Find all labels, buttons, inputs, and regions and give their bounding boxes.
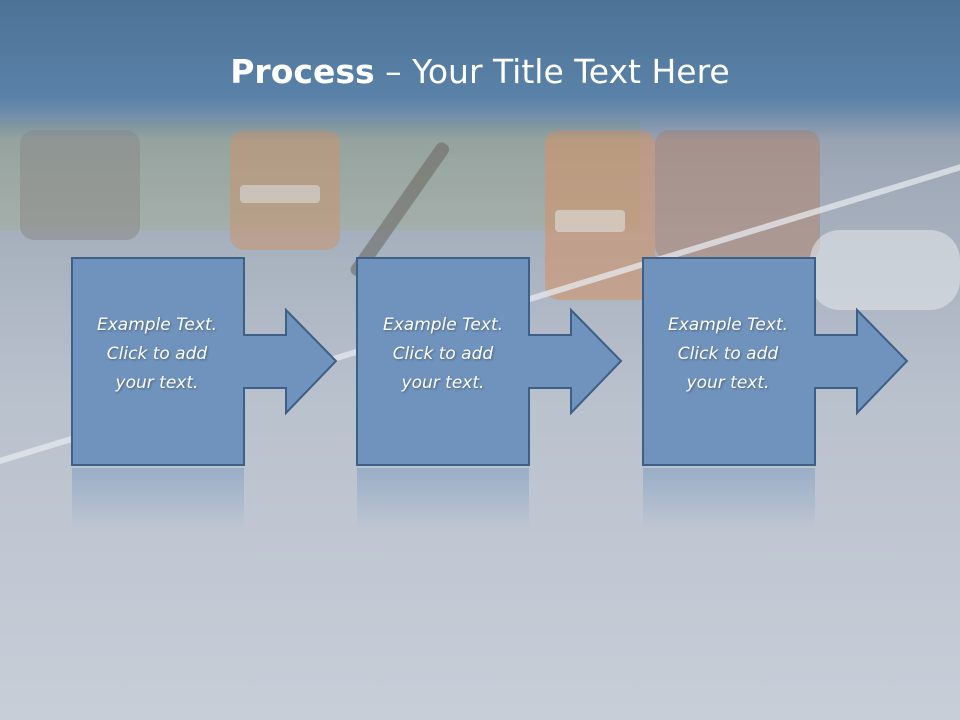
title-bold: Process bbox=[230, 52, 375, 91]
step-3-line-3: your text. bbox=[686, 373, 770, 393]
step-3-line-2: Click to add bbox=[677, 344, 779, 364]
step-1-line-3: your text. bbox=[115, 373, 199, 393]
title-bar bbox=[0, 0, 960, 140]
background-reflective-stripe bbox=[240, 185, 320, 203]
step-3-text[interactable]: Example Text. Click to add your text. bbox=[643, 311, 813, 398]
step-2-text[interactable]: Example Text. Click to add your text. bbox=[358, 311, 528, 398]
step-3-arrow-shape[interactable] bbox=[642, 257, 909, 466]
background-reflective-stripe bbox=[555, 210, 625, 232]
step-2-reflection bbox=[357, 468, 529, 530]
step-1-line-2: Click to add bbox=[106, 344, 208, 364]
step-1-arrow-shape[interactable] bbox=[71, 257, 338, 466]
step-2-line-2: Click to add bbox=[392, 344, 494, 364]
step-1-reflection bbox=[72, 468, 244, 530]
step-1-line-1: Example Text. bbox=[96, 315, 218, 335]
slide-title[interactable]: Process – Your Title Text Here bbox=[0, 52, 960, 91]
step-2-arrow-shape[interactable] bbox=[356, 257, 623, 466]
background-snow bbox=[810, 230, 960, 310]
step-3-line-1: Example Text. bbox=[667, 315, 789, 335]
background-worker-boot bbox=[20, 130, 140, 240]
step-3-reflection bbox=[643, 468, 815, 530]
title-separator: – bbox=[374, 52, 413, 91]
step-2-line-3: your text. bbox=[401, 373, 485, 393]
title-rest: Your Title Text Here bbox=[412, 52, 730, 91]
step-1-text[interactable]: Example Text. Click to add your text. bbox=[72, 311, 242, 398]
step-2-line-1: Example Text. bbox=[382, 315, 504, 335]
